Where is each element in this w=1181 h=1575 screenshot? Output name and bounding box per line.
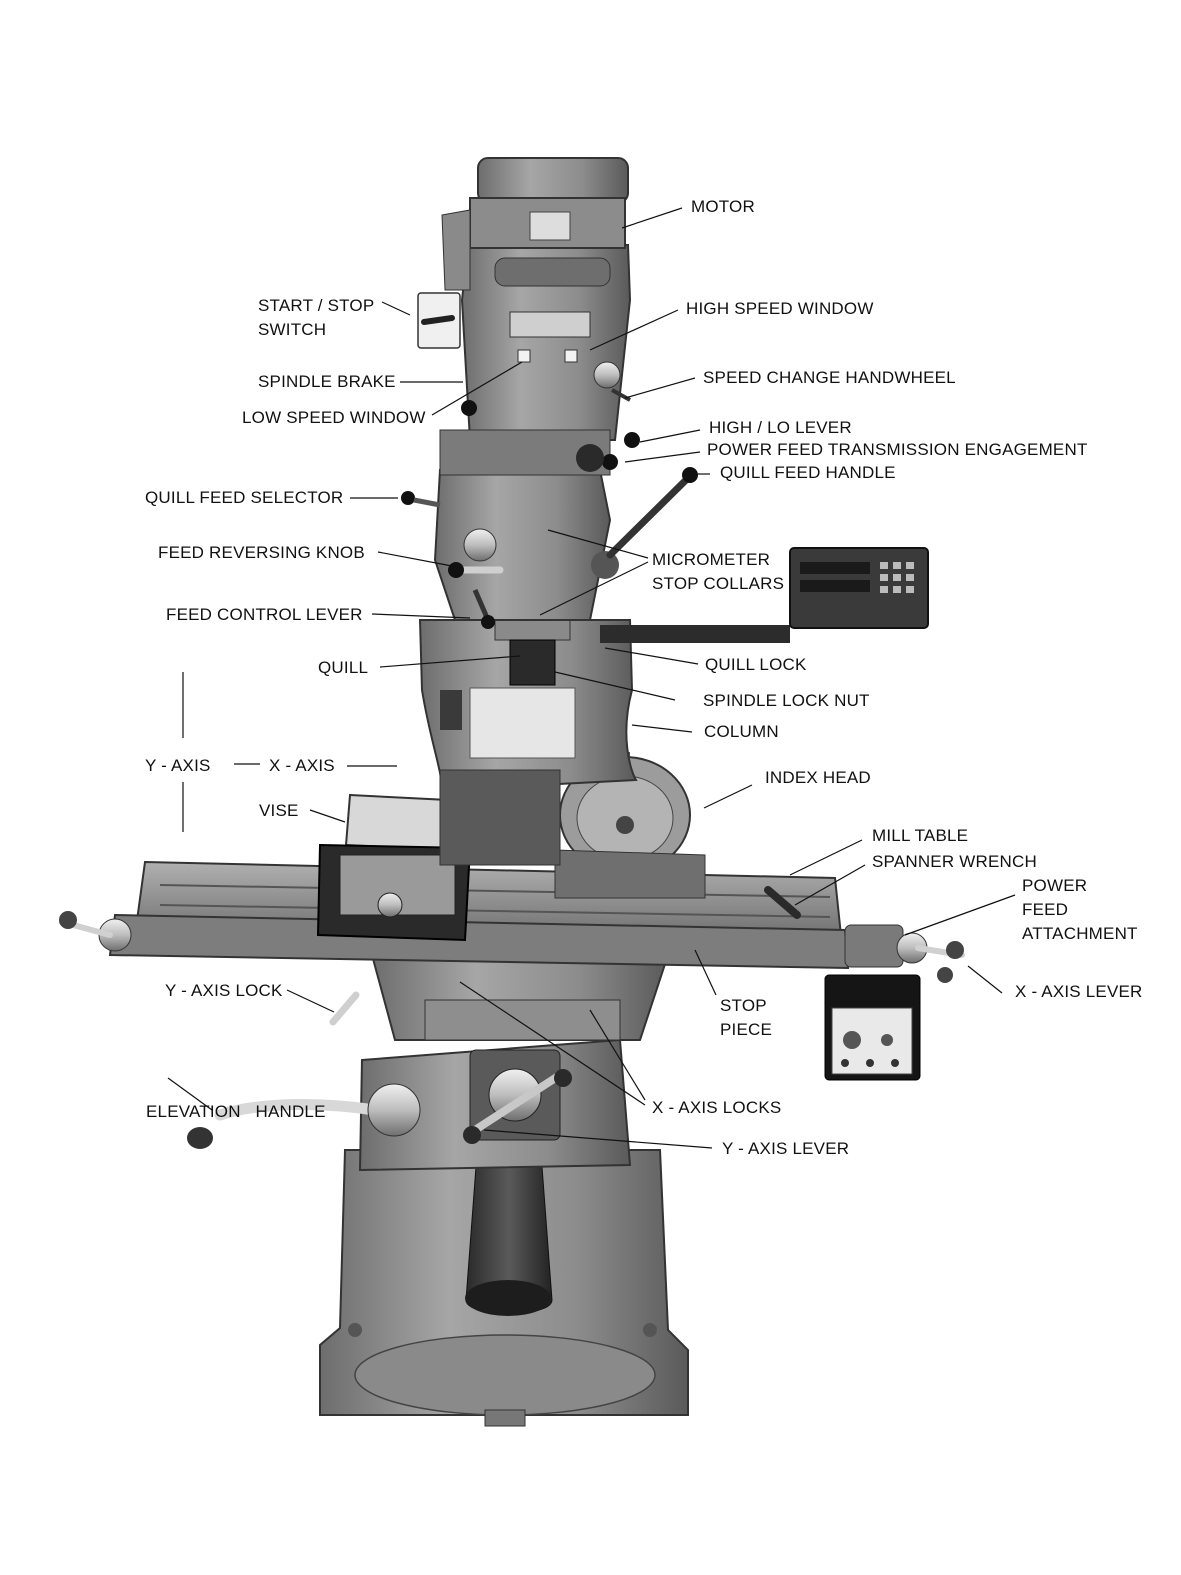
label-quill: QUILL <box>318 658 369 677</box>
label-spanner-wrench: SPANNER WRENCH <box>872 852 1037 871</box>
leader-vise <box>309 809 346 823</box>
label-low-speed-window: LOW SPEED WINDOW <box>242 408 426 427</box>
leader-quill <box>379 655 521 668</box>
label-high-speed-window: HIGH SPEED WINDOW <box>686 299 874 318</box>
leader-y-axis-lever <box>483 1129 713 1149</box>
label-column: COLUMN <box>704 722 779 741</box>
leader-spindle-lock-nut <box>554 671 676 701</box>
label-mill-table: MILL TABLE <box>872 826 969 845</box>
label-x-axis-lever: X - AXIS LEVER <box>1015 982 1143 1001</box>
label-index-head: INDEX HEAD <box>765 768 871 787</box>
leader-power-feed-transmission <box>624 451 701 463</box>
leader-high-lo-lever <box>639 429 701 443</box>
leader-motor <box>621 207 683 229</box>
leader-y-axis-lock <box>286 989 335 1013</box>
leader-column <box>631 724 693 733</box>
leader-power-feed-attachment <box>904 894 1016 936</box>
leader-speed-change-handwheel <box>624 377 696 399</box>
leader-feed-reversing-knob <box>377 551 453 567</box>
leader-micrometer-a <box>547 529 649 559</box>
leader-x-axis-locks-b <box>589 1009 646 1101</box>
leader-micrometer-b <box>539 561 649 616</box>
leader-spanner-wrench <box>794 864 866 906</box>
label-x-axis-locks: X - AXIS LOCKS <box>652 1098 782 1117</box>
label-y-axis: Y - AXIS <box>145 756 211 775</box>
leader-high-speed-window <box>589 309 679 351</box>
leader-feed-control-lever <box>371 613 471 619</box>
leader-x-axis-locks-a <box>459 981 646 1106</box>
label-feed-reversing-knob: FEED REVERSING KNOB <box>158 543 365 562</box>
leader-index-head <box>703 784 753 809</box>
label-spindle-lock-nut: SPINDLE LOCK NUT <box>703 691 870 710</box>
label-high-lo-lever: HIGH / LO LEVER <box>709 418 852 437</box>
label-power-feed-attachment: POWER FEED ATTACHMENT <box>1022 876 1138 943</box>
label-x-axis: X - AXIS <box>269 756 335 775</box>
leader-elevation-handle <box>167 1077 213 1111</box>
label-feed-control-lever: FEED CONTROL LEVER <box>166 605 363 624</box>
label-speed-change-handwheel: SPEED CHANGE HANDWHEEL <box>703 368 956 387</box>
label-elevation-handle: ELEVATION HANDLE <box>146 1102 326 1121</box>
label-micrometer-stop-collars: MICROMETER STOP COLLARS <box>652 550 785 593</box>
label-vise: VISE <box>259 801 299 820</box>
leader-quill-lock <box>604 647 699 665</box>
label-spindle-brake: SPINDLE BRAKE <box>258 372 396 391</box>
label-power-feed-transmission-engagement: POWER FEED TRANSMISSION ENGAGEMENT <box>707 440 1088 459</box>
label-quill-feed-selector: QUILL FEED SELECTOR <box>145 488 344 507</box>
label-quill-feed-handle: QUILL FEED HANDLE <box>720 463 896 482</box>
leader-start-stop-switch <box>381 301 411 316</box>
leader-low-speed-window <box>431 361 523 416</box>
belt-housing <box>460 244 632 441</box>
leader-mill-table <box>789 839 863 876</box>
leader-x-axis-lever <box>967 965 1003 994</box>
label-start-stop-switch: START / STOP SWITCH <box>258 296 375 339</box>
label-y-axis-lever: Y - AXIS LEVER <box>722 1139 850 1158</box>
label-quill-lock: QUILL LOCK <box>705 655 807 674</box>
label-y-axis-lock: Y - AXIS LOCK <box>165 981 283 1000</box>
label-motor: MOTOR <box>691 197 755 216</box>
leader-stop-piece <box>694 949 717 996</box>
label-stop-piece: STOP PIECE <box>720 996 773 1039</box>
